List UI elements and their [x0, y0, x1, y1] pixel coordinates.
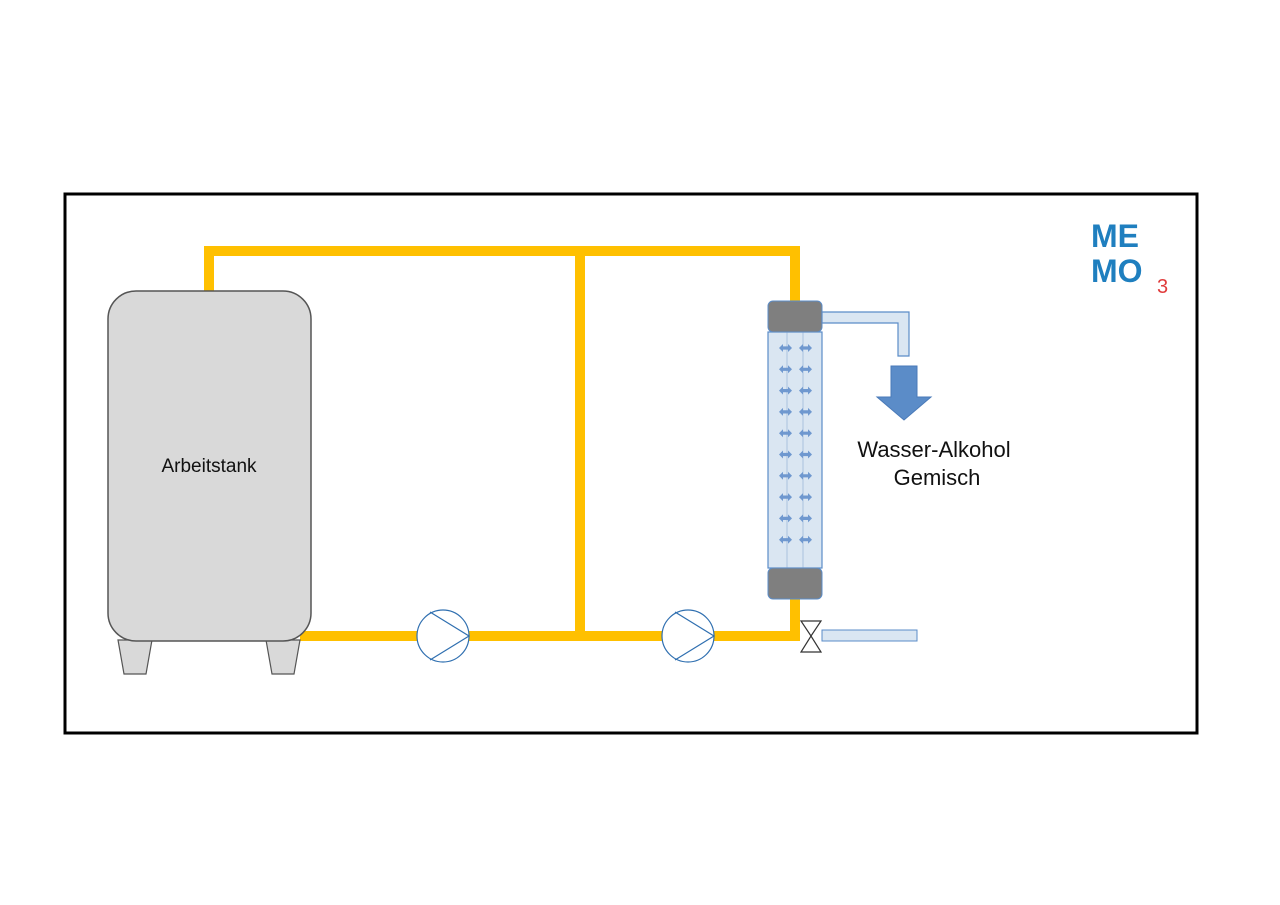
membrane-cap-bottom: [767, 567, 823, 600]
permeation-arrow-icon: [799, 514, 812, 523]
pipe-top-loop: [204, 246, 800, 302]
membrane-module-icon: [767, 331, 823, 569]
permeation-arrows: [779, 344, 812, 544]
permeation-arrow-icon: [779, 365, 792, 374]
permeation-arrow-icon: [799, 407, 812, 416]
permeation-arrow-icon: [799, 493, 812, 502]
permeation-arrow-icon: [779, 386, 792, 395]
permeation-arrow-icon: [779, 535, 792, 544]
permeation-arrow-icon: [779, 471, 792, 480]
permeation-arrow-icon: [799, 344, 812, 352]
tank-icon: [107, 290, 312, 642]
tank-leg-left: [117, 639, 153, 675]
valve-bottom-triangle: [799, 634, 823, 653]
permeation-arrow-icon: [799, 471, 812, 480]
permeation-arrow-icon: [799, 535, 812, 544]
pump-1-triangle: [429, 611, 471, 661]
permeation-arrow-icon: [799, 429, 812, 438]
down-arrow-icon: [875, 365, 933, 421]
drain-pipe: [821, 629, 918, 642]
permeation-arrow-icon: [779, 407, 792, 416]
membrane-cap-top: [767, 300, 823, 333]
permeation-arrow-icon: [799, 450, 812, 459]
permeate-outlet-pipe: [821, 311, 910, 357]
permeation-arrow-icon: [799, 386, 812, 395]
permeation-arrow-icon: [779, 493, 792, 502]
logo-line2: MO: [1091, 253, 1143, 289]
logo-subscript: 3: [1157, 276, 1168, 298]
pump-icon: [416, 609, 470, 663]
memo3-logo: ME MO 3: [1091, 218, 1168, 298]
output-label-line2: Gemisch: [894, 465, 981, 490]
valve-top-triangle: [799, 620, 823, 638]
output-label-line1: Wasser-Alkohol: [857, 437, 1010, 462]
membrane-module: [767, 300, 823, 600]
tank-label: Arbeitstank: [161, 456, 257, 477]
logo-line1: ME: [1091, 218, 1139, 254]
valve-icon: [799, 620, 823, 653]
tank-leg-right: [265, 639, 301, 675]
pump-1: [416, 609, 471, 663]
permeation-arrow-icon: [799, 365, 812, 374]
permeation-arrow-icon: [779, 450, 792, 459]
permeation-arrow-icon: [779, 344, 792, 352]
pump-2-triangle: [674, 611, 716, 661]
pump-icon: [661, 609, 715, 663]
permeation-arrow-icon: [779, 429, 792, 438]
tank: Arbeitstank: [107, 290, 312, 675]
pump-2: [661, 609, 716, 663]
permeation-arrow-icon: [779, 514, 792, 523]
